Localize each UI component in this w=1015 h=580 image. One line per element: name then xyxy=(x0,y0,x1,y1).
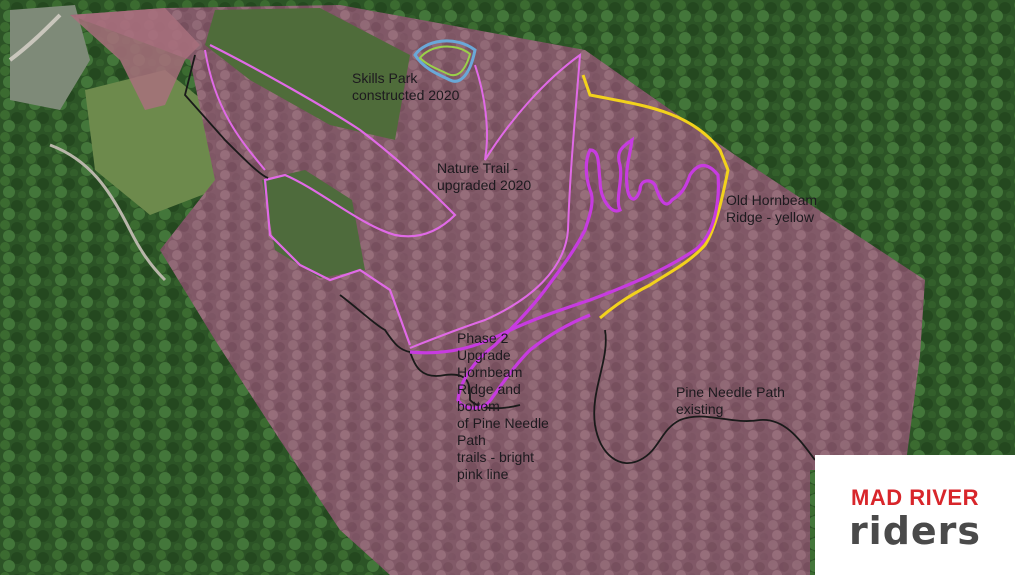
phase2-label: Phase 2 Upgrade Hornbeam Ridge and botto… xyxy=(457,330,549,482)
logo-line-1: MAD RIVER xyxy=(851,485,979,510)
skills-park-label: Skills Park constructed 2020 xyxy=(352,70,460,103)
mad-river-riders-logo: MAD RIVER riders xyxy=(815,455,1015,575)
logo-line-2: riders xyxy=(848,509,982,553)
pine-needle-label: Pine Needle Path existing xyxy=(676,384,785,417)
left-field xyxy=(85,70,215,215)
skills-park-outline-green xyxy=(418,45,472,77)
property-overlay xyxy=(70,5,925,575)
lower-field xyxy=(262,170,365,278)
residential-area xyxy=(10,5,90,110)
road-2 xyxy=(8,13,62,62)
skills-park-field xyxy=(205,8,410,140)
pine-needle-existing-trail xyxy=(184,54,816,464)
pink-trail-upper xyxy=(204,49,582,349)
old-hornbeam-ridge-trail xyxy=(581,74,730,320)
road xyxy=(49,143,167,282)
phase2-trail xyxy=(409,136,720,410)
nature-trail-line xyxy=(209,44,457,346)
old-hornbeam-label: Old Hornbeam Ridge - yellow xyxy=(726,192,818,225)
upper-left-parcel xyxy=(70,8,200,110)
skills-park-outline-blue xyxy=(413,39,477,83)
nature-trail-label: Nature Trail - upgraded 2020 xyxy=(437,160,532,193)
